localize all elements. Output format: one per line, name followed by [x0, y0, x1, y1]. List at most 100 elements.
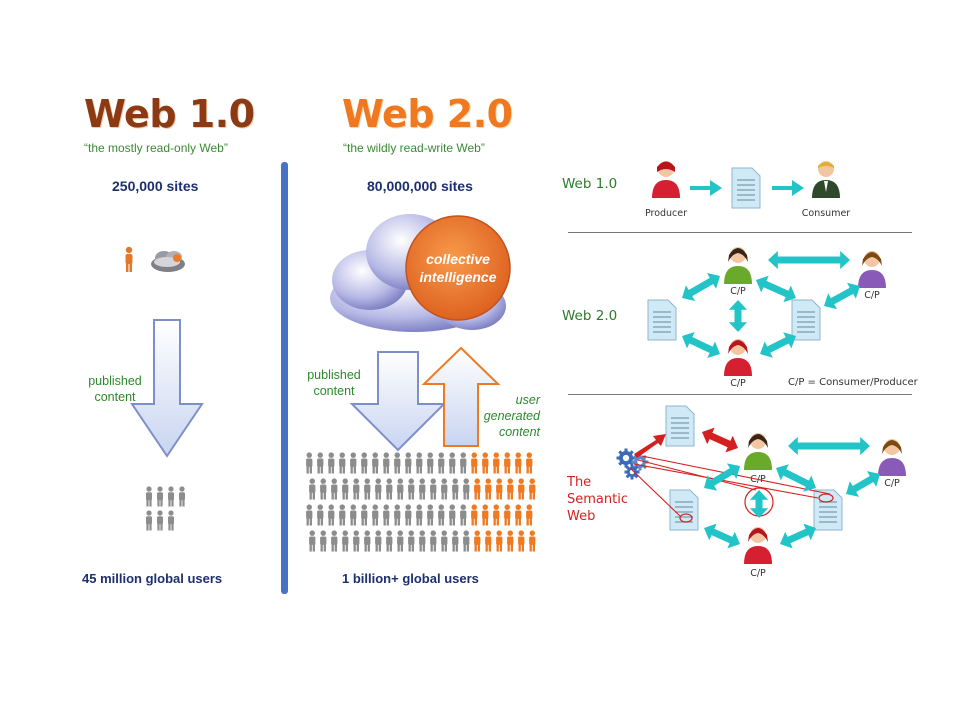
person-icon — [168, 510, 174, 531]
cp-person-top-icon — [724, 247, 752, 284]
person-icon — [339, 504, 346, 526]
person-icon — [331, 478, 338, 500]
cp-caption: C/P — [884, 478, 900, 489]
person-icon — [361, 452, 368, 474]
document-left-icon — [647, 299, 677, 341]
person-icon — [146, 486, 152, 507]
person-icon — [350, 452, 357, 474]
person-icon — [342, 530, 349, 552]
person-icon — [157, 486, 163, 507]
person-icon — [309, 530, 316, 552]
person-icon — [179, 486, 185, 507]
person-icon — [504, 504, 511, 526]
semantic-highlight — [679, 513, 693, 523]
cloud-text-line1: collective — [426, 251, 490, 267]
person-icon — [518, 530, 525, 552]
person-icon — [449, 504, 456, 526]
person-icon — [449, 452, 456, 474]
web2-published-label: published content — [307, 368, 361, 398]
person-icon — [485, 530, 492, 552]
person-icon — [430, 530, 437, 552]
person-icon — [419, 478, 426, 500]
row1-web1-label: Web 1.0 — [562, 176, 618, 192]
person-icon — [375, 530, 382, 552]
person-icon — [452, 478, 459, 500]
cp-person-bottom-icon — [724, 339, 752, 376]
person-icon — [515, 504, 522, 526]
person-icon — [364, 530, 371, 552]
cloud-icon — [151, 251, 185, 272]
person-icon — [452, 530, 459, 552]
web2-users-crowd — [306, 452, 536, 552]
row3-semantic-label: The Semantic Web — [567, 475, 628, 524]
web1-tagline: “the mostly read-only Web” — [84, 141, 228, 155]
web2-title: Web 2.0 — [342, 92, 513, 136]
document-right-icon — [791, 299, 821, 341]
person-icon — [526, 452, 533, 474]
person-icon — [427, 504, 434, 526]
arrow-top — [788, 436, 870, 456]
person-icon — [168, 486, 174, 507]
person-icon — [485, 478, 492, 500]
person-icon — [507, 530, 514, 552]
cp-caption: C/P — [730, 286, 746, 297]
person-icon — [364, 478, 371, 500]
web1-sites: 250,000 sites — [112, 178, 199, 194]
person-icon — [493, 452, 500, 474]
arrow-left-up — [704, 463, 740, 491]
arrow-doc-to-right — [846, 471, 880, 497]
cp-caption: C/P — [730, 378, 746, 389]
person-icon — [339, 452, 346, 474]
row-divider-2 — [568, 394, 912, 395]
person-icon — [361, 504, 368, 526]
cp-person-right-icon — [878, 439, 906, 476]
arrow-left-up — [682, 273, 720, 301]
person-icon — [375, 478, 382, 500]
person-icon — [529, 530, 536, 552]
arrow-vertical — [728, 300, 748, 332]
red-double-arrow — [702, 427, 738, 453]
person-icon — [328, 452, 335, 474]
web2-cloud-graphic: collective intelligence — [330, 214, 511, 332]
person-icon — [405, 504, 412, 526]
person-icon — [397, 530, 404, 552]
person-icon — [408, 478, 415, 500]
person-icon — [342, 478, 349, 500]
cp-person-top-icon — [744, 433, 772, 470]
person-icon — [482, 452, 489, 474]
web2-users: 1 billion+ global users — [342, 571, 479, 586]
person-icon — [460, 452, 467, 474]
person-icon — [383, 452, 390, 474]
person-icon — [529, 478, 536, 500]
web2-user-generated-arrow — [421, 346, 501, 447]
person-icon — [441, 530, 448, 552]
person-icon — [416, 452, 423, 474]
cloud-text-line2: intelligence — [419, 269, 496, 285]
person-icon — [394, 452, 401, 474]
web1-published-content-arrow — [130, 319, 204, 458]
person-icon — [518, 478, 525, 500]
person-icon — [496, 530, 503, 552]
arrow-doc-to-bottom — [760, 332, 796, 358]
cp-caption: C/P — [750, 568, 766, 579]
red-arrow-icon — [634, 434, 666, 458]
row-divider-1 — [568, 232, 912, 233]
person-icon — [474, 478, 481, 500]
cp-definition-note: C/P = Consumer/Producer — [788, 377, 918, 388]
person-icon — [386, 478, 393, 500]
web2-published-content-arrow — [349, 351, 447, 452]
person-icon — [317, 452, 324, 474]
person-icon — [317, 504, 324, 526]
person-icon — [438, 452, 445, 474]
person-icon — [350, 504, 357, 526]
person-icon — [463, 530, 470, 552]
arrow-doc-to-right — [824, 282, 860, 310]
person-icon — [496, 478, 503, 500]
consumer-caption: Consumer — [802, 208, 851, 219]
person-icon — [419, 530, 426, 552]
person-icon — [474, 530, 481, 552]
row3-diagram: C/PC/PC/P — [616, 405, 906, 579]
web1-users: 45 million global users — [82, 571, 223, 586]
cp-caption: C/P — [864, 290, 880, 301]
document-right-icon — [813, 489, 843, 531]
